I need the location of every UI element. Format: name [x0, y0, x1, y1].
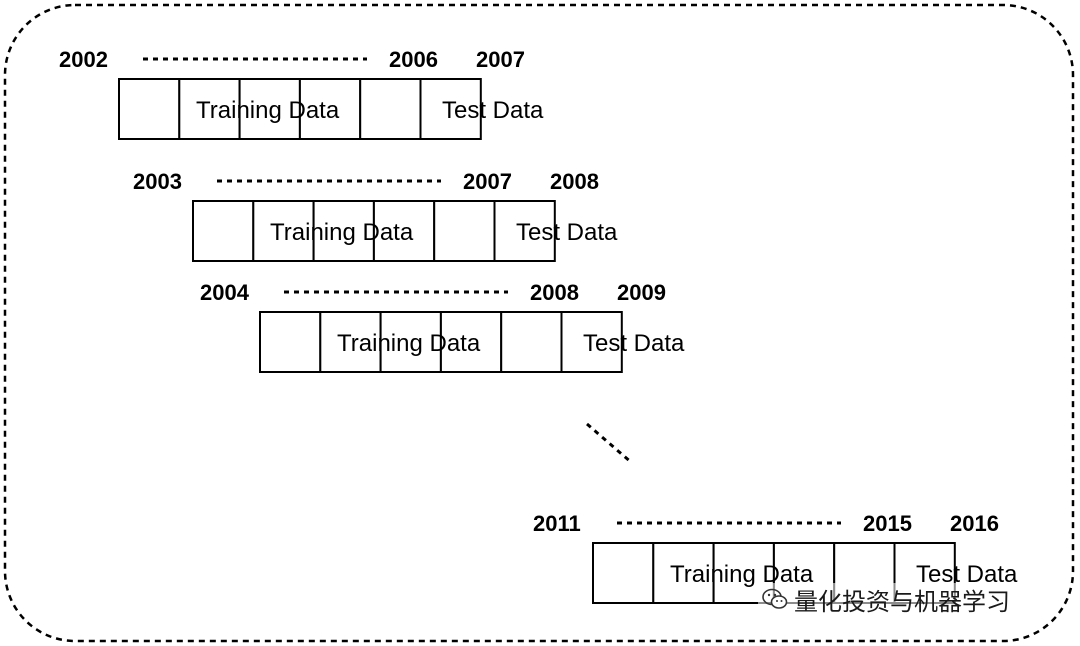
- training-cell: [652, 542, 715, 604]
- training-cell: [319, 311, 382, 373]
- test-data-label: Test Data: [583, 330, 685, 357]
- training-cell: [379, 311, 442, 373]
- training-data-label: Training Data: [196, 97, 340, 124]
- training-cell: [259, 311, 322, 373]
- ellipsis-diagonal-dots: [586, 422, 633, 465]
- start-year-label: 2003: [133, 169, 182, 194]
- test-data-label: Test Data: [442, 97, 544, 124]
- test-cell: [493, 200, 556, 262]
- train-end-year-label: 2007: [463, 169, 512, 194]
- watermark: 量化投资与机器学习: [758, 583, 1014, 616]
- test-cell: [560, 311, 623, 373]
- test-year-label: 2009: [617, 280, 666, 305]
- wechat-icon: [762, 588, 788, 609]
- training-cell: [118, 78, 181, 140]
- test-cell: [419, 78, 482, 140]
- training-cell: [178, 78, 241, 140]
- training-cell: [439, 311, 503, 373]
- training-cell: [359, 78, 422, 140]
- train-end-year-label: 2015: [863, 511, 912, 536]
- train-end-year-label: 2006: [389, 47, 438, 72]
- dashed-frame: [3, 3, 1075, 643]
- training-cell: [192, 200, 255, 262]
- start-year-label: 2004: [200, 280, 250, 305]
- training-cell: [592, 542, 655, 604]
- test-year-label: 2007: [476, 47, 525, 72]
- training-data-label: Training Data: [270, 219, 414, 246]
- start-year-label: 2002: [59, 47, 108, 72]
- test-data-label: Test Data: [516, 219, 618, 246]
- training-cell: [433, 200, 496, 262]
- start-year-label: 2011: [533, 511, 581, 536]
- training-data-label: Training Data: [337, 330, 481, 357]
- training-cell: [500, 311, 563, 373]
- watermark-text: 量化投资与机器学习: [794, 587, 1010, 616]
- train-end-year-label: 2008: [530, 280, 579, 305]
- test-year-label: 2008: [550, 169, 599, 194]
- test-year-label: 2016: [950, 511, 999, 536]
